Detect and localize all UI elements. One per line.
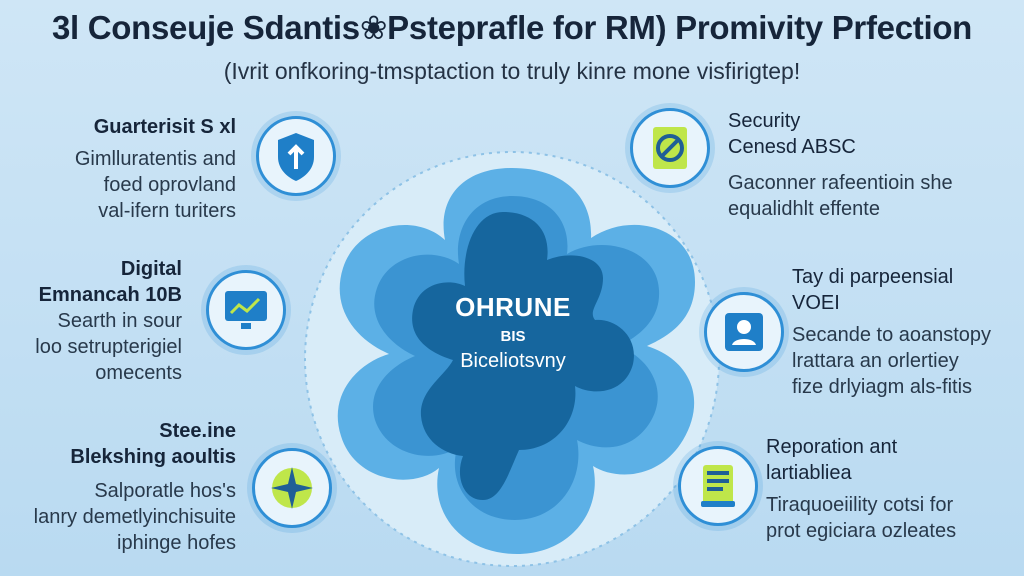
monitor-chart-icon [206, 270, 286, 350]
center-brand-text: OHRUNE [455, 292, 571, 322]
right-item-1-line-1: Gaconner rafeentioin she [728, 172, 953, 194]
left-item-3-heading-2: Blekshing aoultis [70, 446, 236, 468]
user-badge-icon [704, 292, 784, 372]
left-item-3-line-2: lanry demetlyinchisuite [33, 506, 236, 528]
right-item-1-heading-1: Security [728, 110, 801, 132]
right-item-3-line-2: prot egiciara ozleates [766, 520, 957, 542]
left-item-3-heading-1: Stee.ine [159, 420, 236, 442]
center-tagline: Biceliotsvny [460, 350, 566, 372]
compass-star-icon [252, 448, 332, 528]
right-item-3-heading-2: lartiabliea [766, 462, 852, 484]
left-item-3: Stee.ine Blekshing aoultis Salporatle ho… [34, 418, 236, 556]
right-item-3-line-1: Tiraquoeiility cotsi for [766, 494, 954, 516]
document-stack-icon [678, 446, 758, 526]
left-item-3-line-1: Salporatle hos's [94, 480, 236, 502]
left-item-2: Digital Emnancah 10B Searth in sour loo … [35, 256, 182, 386]
right-item-3: Reporation ant lartiabliea Tiraquoeiilit… [766, 434, 956, 544]
page-subtitle: (Ivrit onfkoring‑tmsptaction to truly ki… [223, 58, 801, 84]
left-item-2-line-3: omecents [95, 362, 182, 384]
blocked-document-icon [630, 108, 710, 188]
page-title: 3l Conseuje Sdantis❀Pstepraﬂe for RM) Pr… [51, 9, 973, 46]
right-item-2-line-3: fize drlyiagm als‑fitis [792, 376, 973, 398]
left-item-1-line-1: Gimlluratentis and [74, 148, 236, 170]
right-item-2-heading-1: Tay di parpeensial [792, 266, 954, 288]
right-item-3-heading-1: Reporation ant [766, 436, 898, 458]
shield-arrow-icon [256, 116, 336, 196]
left-item-1-line-3: val‑ifern turiters [98, 200, 236, 222]
right-item-2: Tay di parpeensial VOEI Secande to aoans… [792, 264, 991, 400]
right-item-1: Security Cenesd ABSC Gaconner rafeentioi… [728, 108, 953, 222]
left-item-2-line-1: Searth in sour [57, 310, 182, 332]
right-item-1-heading-2: Cenesd ABSC [728, 136, 856, 158]
right-item-2-heading-2: VOEI [792, 292, 840, 314]
right-item-2-line-1: Secande to aoanstopy [792, 324, 992, 346]
left-item-2-heading-2: Emnancah 10B [38, 284, 182, 306]
left-item-1: Guarterisit S xl Gimlluratentis and foed… [75, 114, 236, 224]
central-puzzle-graphic [304, 151, 720, 567]
left-item-2-heading-1: Digital [120, 258, 182, 280]
right-item-1-line-2: equalidhlt effente [728, 198, 880, 220]
center-sub-text: BIS [500, 328, 526, 345]
left-item-1-heading: Guarterisit S xl [93, 116, 236, 138]
left-item-1-line-2: foed oprovland [103, 174, 236, 196]
left-item-3-line-3: iphinge hofes [117, 532, 236, 554]
puzzle-dark-shape [412, 212, 634, 500]
right-item-2-line-2: lrattara an orlertiey [792, 350, 959, 372]
left-item-2-line-2: loo setrupterigiel [35, 336, 182, 358]
